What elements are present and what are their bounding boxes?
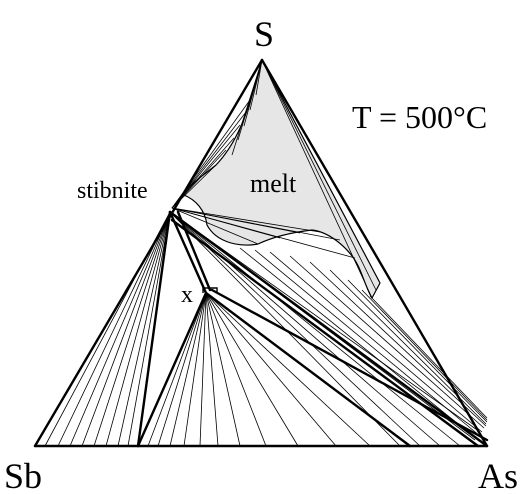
- melt-label: melt: [250, 169, 297, 198]
- temperature-label: T = 500°C: [352, 99, 487, 135]
- x-marker-bracket: [202, 287, 218, 293]
- phase-boundaries: [33, 58, 489, 448]
- vertex-label-sb: Sb: [4, 456, 42, 494]
- x-label: x: [181, 282, 193, 308]
- vertex-label-as: As: [478, 456, 518, 494]
- vertex-label-s: S: [254, 14, 274, 54]
- stibnite-label: stibnite: [77, 178, 148, 204]
- melt-region: [183, 58, 381, 300]
